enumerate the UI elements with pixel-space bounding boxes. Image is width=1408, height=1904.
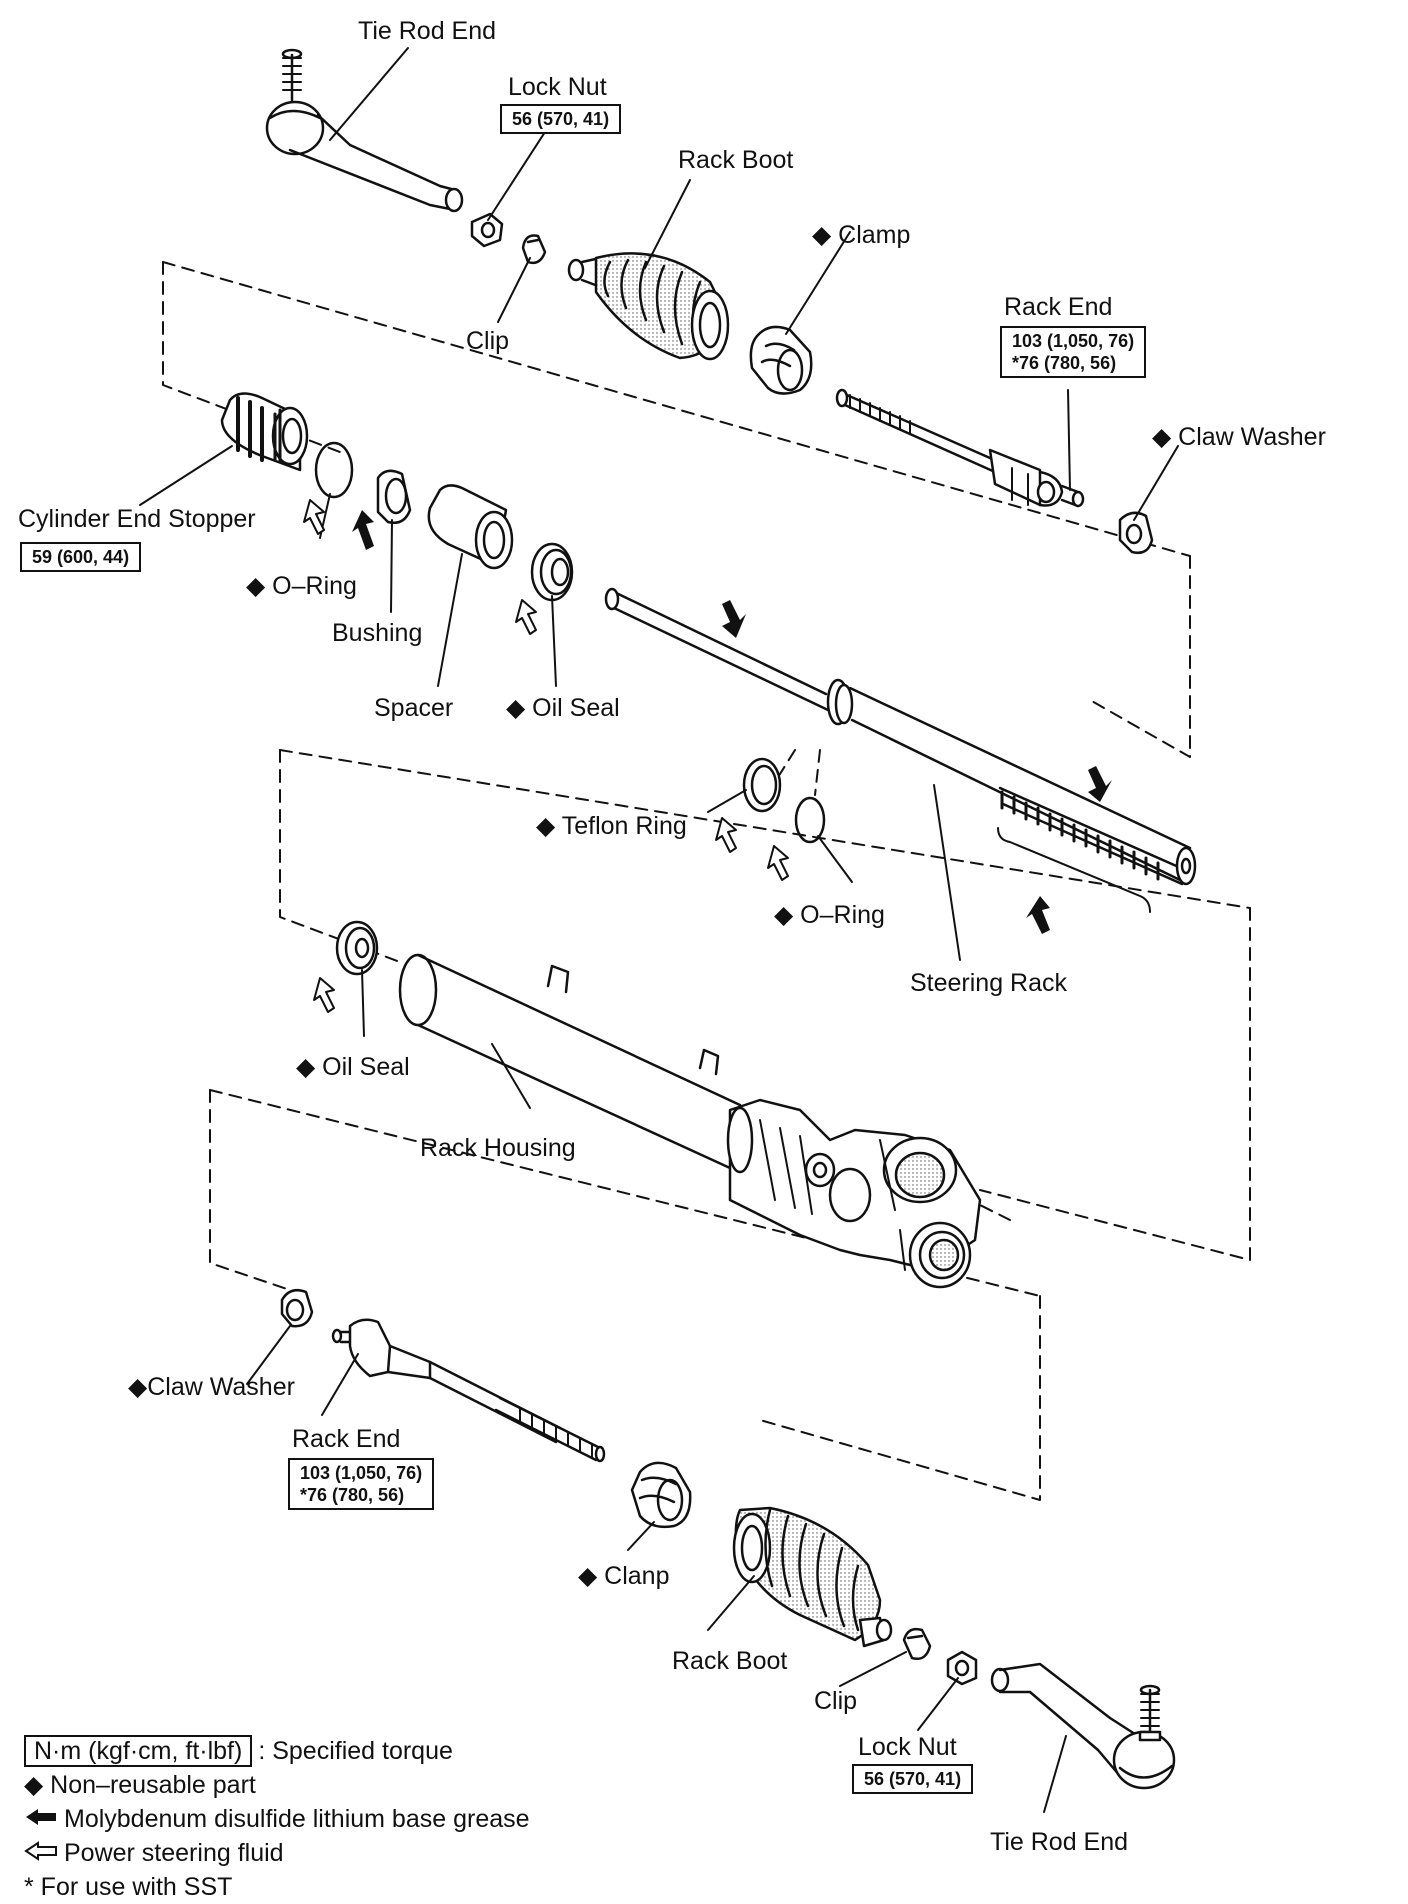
legend-torque-desc: : Specified torque — [258, 1737, 453, 1765]
label-clamp-top: ◆ Clamp — [812, 221, 911, 249]
label-cylinder-end-stopper: Cylinder End Stopper — [18, 505, 256, 533]
label-lock-nut-bottom: Lock Nut — [858, 1733, 957, 1761]
o-ring-center — [794, 796, 826, 844]
legend: N·m (kgf·cm, ft·lbf): Specified torque ◆… — [24, 1734, 530, 1904]
fluid-arrows — [303, 499, 789, 1013]
legend-torque-unit: N·m (kgf·cm, ft·lbf) — [24, 1735, 253, 1767]
cylinder-end-stopper — [220, 392, 309, 472]
torque-value: 56 (570, 41) — [512, 109, 610, 129]
label-claw-washer-top: ◆ Claw Washer — [1152, 423, 1326, 451]
clamp-bottom — [630, 1461, 692, 1529]
spacer — [427, 484, 514, 570]
label-o-ring-center: ◆ O–Ring — [774, 901, 885, 929]
torque-lock-nut-top: 56 (570, 41) — [500, 104, 622, 134]
legend-sst: * For use with SST — [24, 1873, 233, 1901]
label-clip-bottom: Clip — [814, 1687, 858, 1715]
claw-washer-bottom — [280, 1289, 314, 1328]
torque-value: 103 (1,050, 76) — [300, 1463, 423, 1483]
torque-value-sst: *76 (780, 56) — [300, 1485, 405, 1505]
lock-nut-top — [470, 212, 504, 248]
o-ring-left — [314, 441, 354, 499]
tie-rod-end-top — [265, 48, 464, 213]
legend-grease: Molybdenum disulfide lithium base grease — [24, 1802, 530, 1836]
label-clamp-bottom: ◆ Clanp — [578, 1562, 670, 1590]
bushing — [376, 469, 412, 524]
torque-cylinder-end-stopper: 59 (600, 44) — [20, 542, 142, 572]
label-spacer: Spacer — [374, 694, 454, 722]
legend-non-reusable: ◆ Non–reusable part — [24, 1771, 256, 1799]
dashed-alignment-lines — [162, 261, 1251, 1501]
clamp-top — [749, 325, 813, 395]
rack-boot-bottom — [732, 1506, 893, 1648]
leader-lines — [139, 47, 1179, 1813]
label-oil-seal-upper: ◆ Oil Seal — [506, 694, 620, 722]
tie-rod-end-bottom — [990, 1662, 1176, 1790]
teflon-ring — [742, 757, 782, 813]
oil-seal-upper — [530, 542, 574, 602]
legend-fluid: Power steering fluid — [24, 1836, 530, 1870]
label-rack-boot-bottom: Rack Boot — [672, 1647, 788, 1675]
torque-value-sst: *76 (780, 56) — [1012, 353, 1117, 373]
label-tie-rod-end-top: Tie Rod End — [358, 17, 497, 45]
clip-bottom — [902, 1627, 932, 1660]
legend-grease-text: Molybdenum disulfide lithium base grease — [64, 1805, 530, 1833]
label-o-ring-left: ◆ O–Ring — [246, 572, 357, 600]
legend-torque: N·m (kgf·cm, ft·lbf): Specified torque — [24, 1734, 530, 1768]
label-claw-washer-bottom: ◆Claw Washer — [128, 1373, 295, 1401]
torque-value: 103 (1,050, 76) — [1012, 331, 1135, 351]
grease-arrows — [352, 510, 1112, 934]
torque-value: 56 (570, 41) — [864, 1769, 962, 1789]
rack-end-bottom — [331, 1318, 606, 1463]
claw-washer-top — [1118, 511, 1154, 554]
label-lock-nut-top: Lock Nut — [508, 73, 607, 101]
torque-value: 59 (600, 44) — [32, 547, 130, 567]
torque-rack-end-top: 103 (1,050, 76) *76 (780, 56) — [1000, 326, 1147, 378]
rack-housing — [398, 953, 982, 1289]
label-rack-boot-top: Rack Boot — [678, 146, 794, 174]
label-rack-housing: Rack Housing — [420, 1134, 576, 1162]
legend-fluid-text: Power steering fluid — [64, 1839, 284, 1867]
steering-rack — [604, 587, 1197, 913]
label-rack-end-top: Rack End — [1004, 293, 1113, 321]
lock-nut-bottom — [946, 1650, 978, 1686]
label-oil-seal-lower: ◆ Oil Seal — [296, 1053, 410, 1081]
torque-rack-end-bottom: 103 (1,050, 76) *76 (780, 56) — [288, 1458, 435, 1510]
label-tie-rod-end-bottom: Tie Rod End — [990, 1828, 1129, 1856]
rack-boot-top — [567, 252, 730, 361]
label-steering-rack: Steering Rack — [910, 969, 1068, 997]
clip-top — [521, 234, 547, 265]
solid-arrow-icon — [24, 1802, 64, 1836]
label-teflon-ring: ◆ Teflon Ring — [536, 812, 687, 840]
label-rack-end-bottom: Rack End — [292, 1425, 401, 1453]
label-clip-top: Clip — [466, 327, 510, 355]
label-bushing: Bushing — [332, 619, 423, 647]
rack-end-top — [835, 388, 1085, 508]
oil-seal-lower — [335, 920, 379, 976]
torque-lock-nut-bottom: 56 (570, 41) — [852, 1764, 974, 1794]
hollow-arrow-icon — [24, 1836, 64, 1870]
